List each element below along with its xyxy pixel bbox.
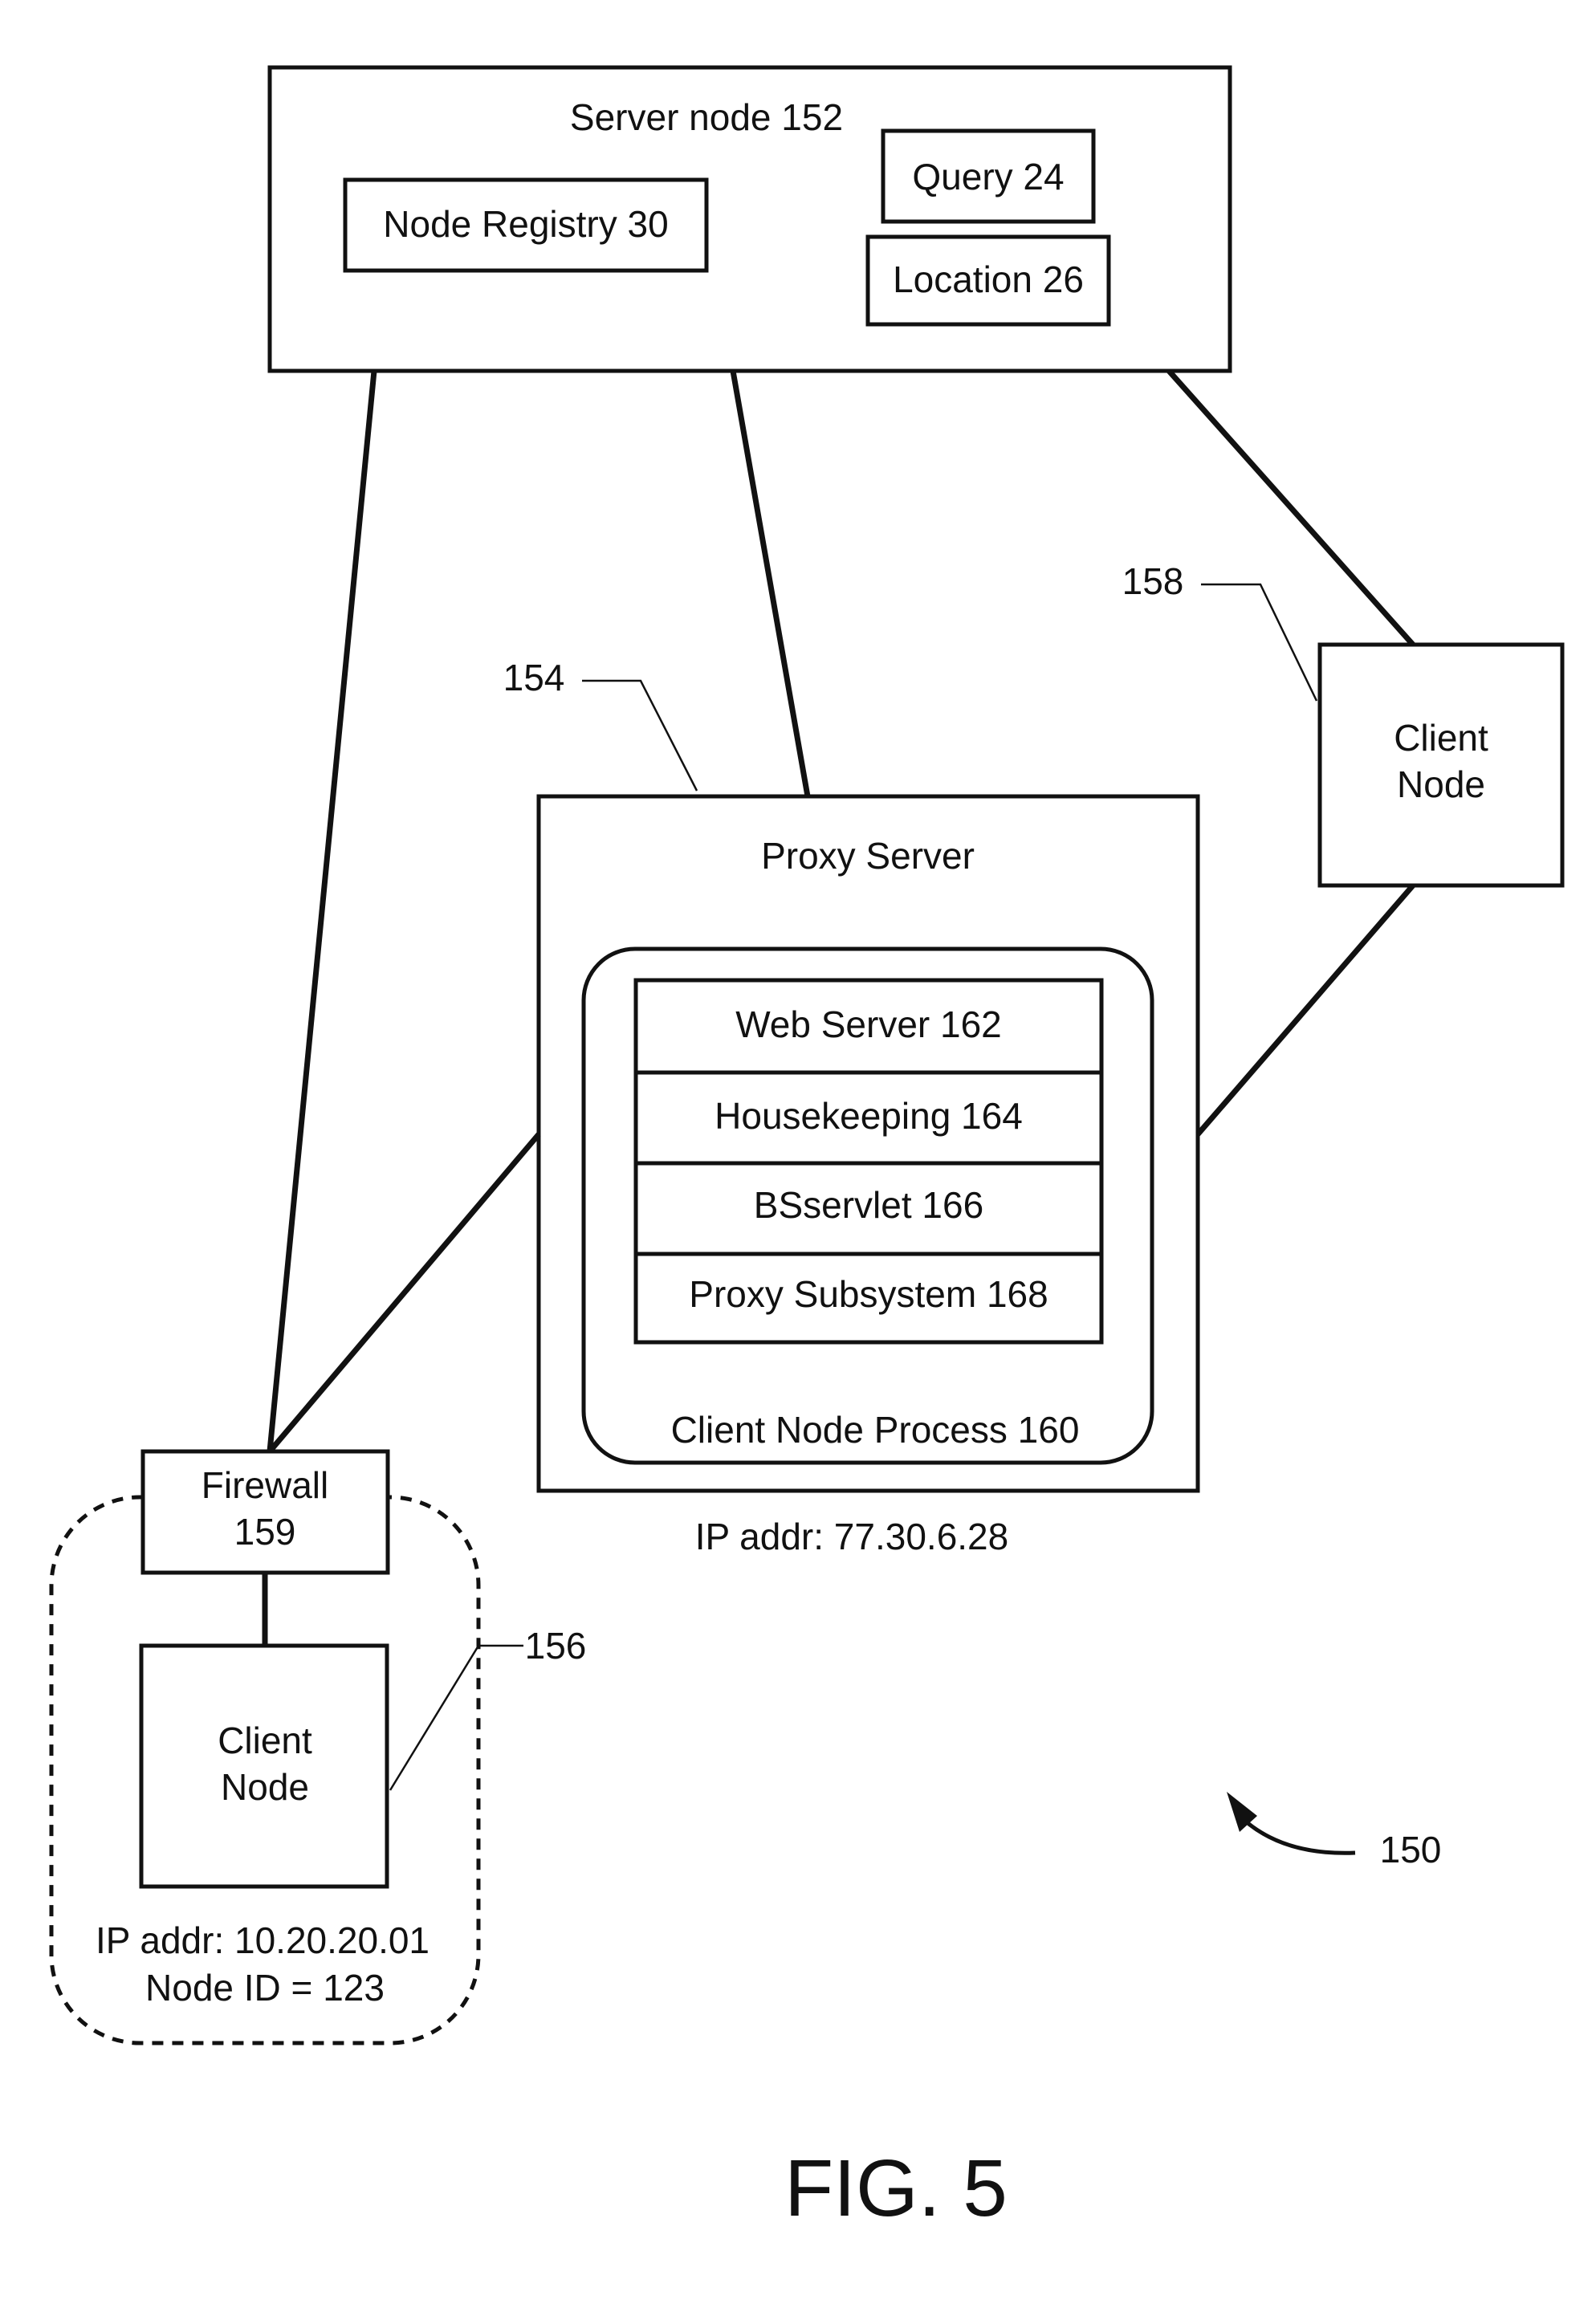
client-left-node-id: Node ID = 123 xyxy=(145,1967,385,2009)
link-firewall-proxy xyxy=(270,1134,539,1451)
leader-158 xyxy=(1201,584,1317,701)
proxy-server: Proxy Server 154 Client Node Process 160… xyxy=(503,657,1198,1557)
ref-156: 156 xyxy=(525,1625,587,1667)
client-node-right: Client Node 158 xyxy=(1122,560,1562,885)
proxy-ip-address: IP addr: 77.30.6.28 xyxy=(695,1516,1008,1557)
firewall-line1: Firewall xyxy=(202,1464,328,1506)
client-node-left-line2: Node xyxy=(221,1766,309,1808)
firewall-line2: 159 xyxy=(234,1511,296,1553)
client-node-process-label: Client Node Process 160 xyxy=(671,1409,1080,1451)
leader-154 xyxy=(582,681,697,791)
query-label: Query 24 xyxy=(912,156,1064,197)
client-node-right-line1: Client xyxy=(1394,717,1488,759)
component-web-server: Web Server 162 xyxy=(735,1003,1002,1045)
server-node-title: Server node 152 xyxy=(570,96,843,138)
component-bsservlet: BSservlet 166 xyxy=(754,1184,983,1226)
location-label: Location 26 xyxy=(893,258,1084,300)
ref-158: 158 xyxy=(1122,560,1184,602)
figure-label: FIG. 5 xyxy=(784,2143,1008,2233)
link-proxy-client-right xyxy=(1198,885,1413,1134)
component-proxy-subsystem: Proxy Subsystem 168 xyxy=(689,1273,1048,1315)
proxy-server-title: Proxy Server xyxy=(761,835,975,877)
firewall-enclosure: Firewall 159 Client Node IP addr: 10.20.… xyxy=(51,1451,586,2043)
system-reference: 150 xyxy=(1227,1792,1441,1870)
arrow-150-curve xyxy=(1236,1813,1355,1853)
link-server-proxy xyxy=(733,371,808,796)
link-server-firewall xyxy=(270,371,374,1451)
component-housekeeping: Housekeeping 164 xyxy=(715,1095,1023,1137)
client-node-left-line1: Client xyxy=(218,1720,312,1761)
link-server-client-right xyxy=(1169,371,1413,645)
client-left-ip-address: IP addr: 10.20.20.01 xyxy=(96,1919,430,1961)
ref-150: 150 xyxy=(1380,1829,1442,1870)
node-registry-label: Node Registry 30 xyxy=(383,203,668,245)
client-node-right-line2: Node xyxy=(1397,763,1485,805)
server-node: Server node 152 Node Registry 30 Query 2… xyxy=(270,67,1230,371)
leader-156 xyxy=(390,1646,523,1790)
ref-154: 154 xyxy=(503,657,565,698)
